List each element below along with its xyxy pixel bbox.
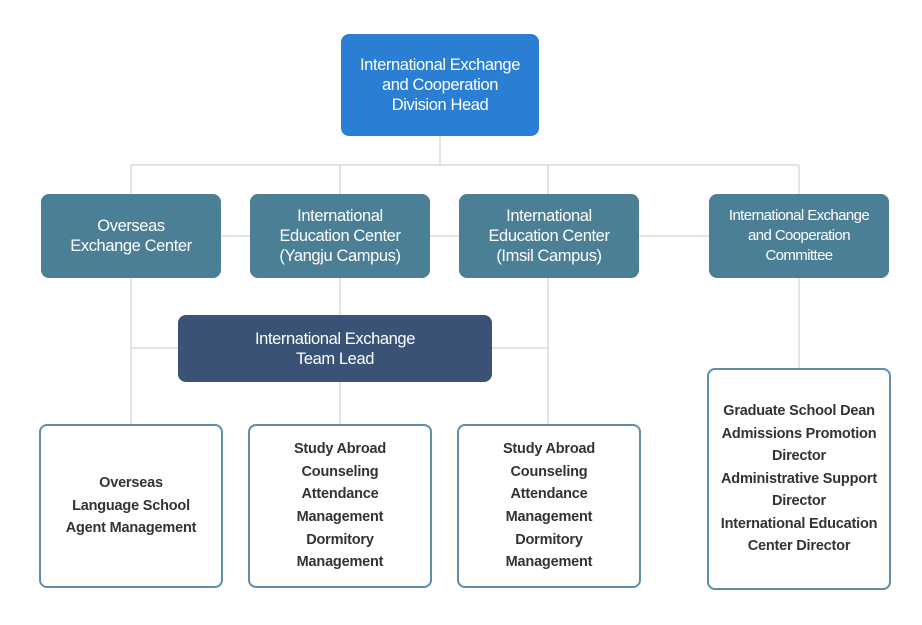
duty-4-line-1: Graduate School Dean <box>723 402 875 419</box>
duty-2-line-6: Management <box>296 554 384 571</box>
center-1-line-1: Overseas <box>97 217 165 235</box>
duty-box-committee-text: Graduate School Dean Admissions Promotio… <box>721 400 878 558</box>
duty-2-line-5: Dormitory <box>306 531 374 548</box>
team-lead-label: International Exchange Team Lead <box>255 329 415 369</box>
duty-3-line-2: Counseling <box>510 463 588 480</box>
education-center-imsil-box: International Education Center (Imsil Ca… <box>459 194 639 278</box>
center-2-line-3: (Yangju Campus) <box>279 247 401 265</box>
duty-box-overseas-text: Overseas Language School Agent Managemen… <box>66 472 197 540</box>
duty-box-imsil-text: Study Abroad Counseling Attendance Manag… <box>503 438 595 574</box>
duty-4-line-3: Director <box>772 448 826 465</box>
duty-3-line-1: Study Abroad <box>502 441 596 458</box>
center-3-line-2: Education Center <box>488 227 610 245</box>
center-1-line-2: Exchange Center <box>70 237 192 255</box>
cooperation-committee-box: International Exchange and Cooperation C… <box>709 194 889 278</box>
center-4-line-3: Committee <box>765 247 833 264</box>
duty-box-overseas: Overseas Language School Agent Managemen… <box>39 424 223 588</box>
center-4-line-2: and Cooperation <box>748 227 851 244</box>
team-lead-line-1: International Exchange <box>255 329 415 348</box>
center-2-line-2: Education Center <box>279 227 401 245</box>
center-2-line-1: International <box>297 207 383 225</box>
duty-4-line-2: Admissions Promotion <box>721 425 877 442</box>
duty-2-line-4: Management <box>296 509 384 525</box>
duty-box-imsil: Study Abroad Counseling Attendance Manag… <box>457 424 641 588</box>
division-head-line-1: International Exchange <box>360 56 520 74</box>
duty-1-line-1: Overseas <box>99 475 163 492</box>
duty-1-line-3: Agent Management <box>65 520 197 537</box>
duty-box-committee: Graduate School Dean Admissions Promotio… <box>707 368 891 590</box>
duty-2-line-2: Counseling <box>301 463 379 480</box>
duty-box-yangju-text: Study Abroad Counseling Attendance Manag… <box>294 438 386 574</box>
education-center-imsil-label: International Education Center (Imsil Ca… <box>488 206 610 266</box>
center-3-line-3: (Imsil Campus) <box>496 247 602 265</box>
division-head-label: International Exchange and Cooperation D… <box>360 55 520 115</box>
duty-3-line-3: Attendance <box>510 486 588 503</box>
duty-4-line-6: International Education <box>720 515 878 532</box>
education-center-yangju-box: International Education Center (Yangju C… <box>250 194 430 278</box>
duty-box-yangju: Study Abroad Counseling Attendance Manag… <box>248 424 432 588</box>
duty-3-line-5: Dormitory <box>515 531 583 548</box>
education-center-yangju-label: International Education Center (Yangju C… <box>279 206 401 266</box>
duty-3-line-6: Management <box>505 554 593 571</box>
team-lead-box: International Exchange Team Lead <box>178 315 492 382</box>
duty-4-line-4: Administrative Support <box>721 470 877 487</box>
duty-2-line-3: Attendance <box>301 486 379 503</box>
center-4-line-1: International Exchange <box>728 207 870 224</box>
duty-3-line-4: Management <box>505 509 593 525</box>
center-3-line-1: International <box>506 207 592 225</box>
division-head-line-3: Division Head <box>391 96 489 114</box>
duty-2-line-1: Study Abroad <box>293 441 387 458</box>
division-head-box: International Exchange and Cooperation D… <box>341 34 539 136</box>
duty-1-line-2: Language School <box>72 497 190 514</box>
overseas-exchange-center-box: Overseas Exchange Center <box>41 194 221 278</box>
overseas-exchange-center-label: Overseas Exchange Center <box>70 216 192 256</box>
duty-4-line-5: Director <box>772 493 826 510</box>
division-head-line-2: and Cooperation <box>381 76 498 94</box>
duty-4-line-7: Center Director <box>747 538 851 555</box>
team-lead-line-2: Team Lead <box>295 349 375 368</box>
cooperation-committee-label: International Exchange and Cooperation C… <box>728 206 870 266</box>
